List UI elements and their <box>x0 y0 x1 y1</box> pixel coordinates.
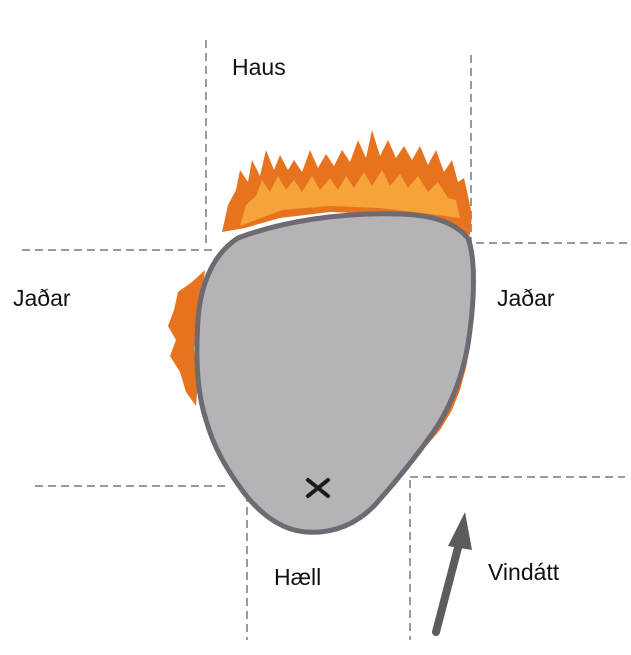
burned-area-shape <box>197 214 474 533</box>
burned-area <box>197 214 474 533</box>
label-flank-right: Jaðar <box>497 287 555 310</box>
label-wind-direction: Vindátt <box>488 561 559 584</box>
label-head: Haus <box>232 56 286 79</box>
label-heel: Hæll <box>274 566 321 589</box>
label-flank-left: Jaðar <box>13 287 71 310</box>
wind-direction-arrow-icon <box>436 512 472 632</box>
